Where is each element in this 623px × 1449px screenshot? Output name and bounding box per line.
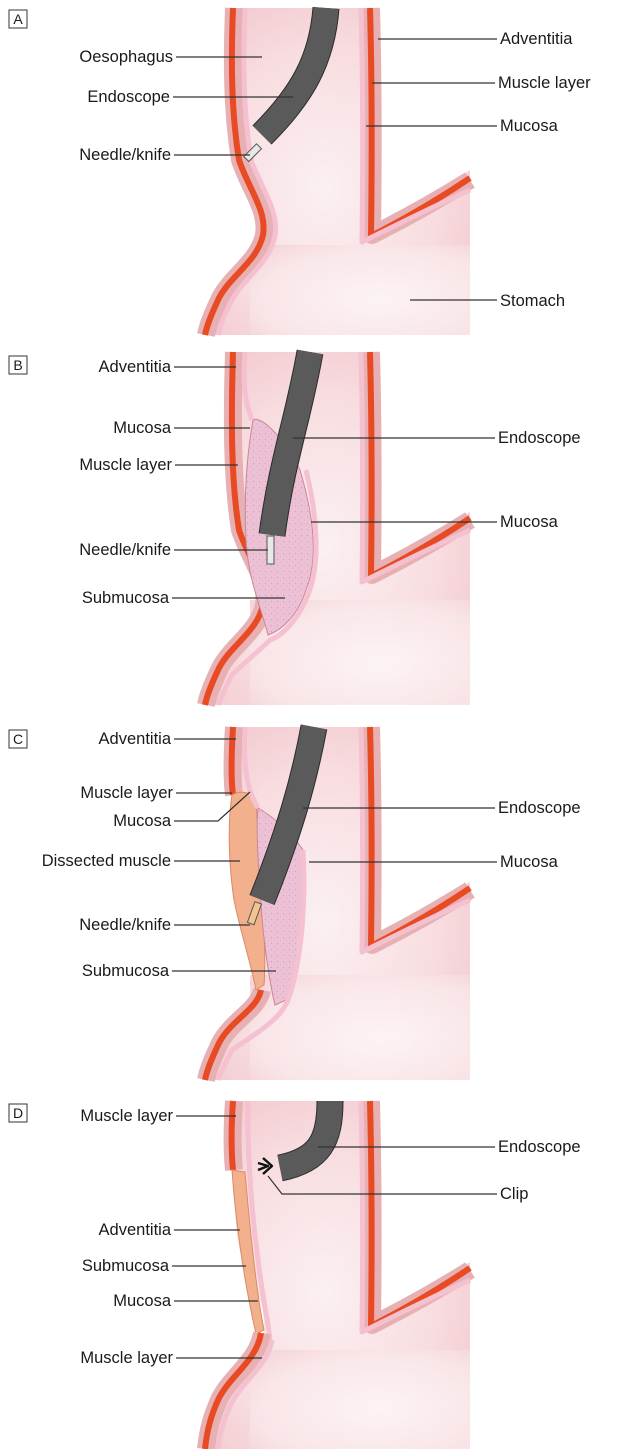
panel-a: A Oesophagus Endoscope Needle/knife Adve… — [9, 8, 591, 335]
label-submucosa: Submucosa — [82, 1257, 170, 1275]
stomach-region — [250, 245, 470, 335]
label-adventitia: Adventitia — [99, 358, 172, 376]
label-endoscope: Endoscope — [87, 88, 170, 106]
label-clip: Clip — [500, 1185, 528, 1203]
label-needle-knife: Needle/knife — [79, 146, 171, 164]
label-muscle-layer: Muscle layer — [80, 1349, 173, 1367]
panel-letter: A — [13, 11, 23, 27]
label-muscle-layer: Muscle layer — [80, 784, 173, 802]
label-mucosa: Mucosa — [500, 117, 559, 135]
label-needle-knife: Needle/knife — [79, 916, 171, 934]
label-adventitia: Adventitia — [500, 30, 573, 48]
panel-letter: D — [13, 1105, 23, 1121]
label-mucosa: Mucosa — [113, 1292, 172, 1310]
label-submucosa: Submucosa — [82, 589, 170, 607]
panel-b: B Adventitia Mucosa Muscle layer Needle/… — [9, 352, 581, 705]
label-muscle-layer: Muscle layer — [79, 456, 172, 474]
label-muscle-layer: Muscle layer — [80, 1107, 173, 1125]
needle-knife-tip — [267, 536, 274, 564]
label-oesophagus: Oesophagus — [79, 48, 173, 66]
label-endoscope: Endoscope — [498, 429, 581, 447]
panel-c: C Adventitia Muscle layer Mucosa Dissect… — [9, 727, 581, 1080]
label-needle-knife: Needle/knife — [79, 541, 171, 559]
panel-letter: B — [13, 357, 22, 373]
label-mucosa: Mucosa — [113, 419, 172, 437]
label-adventitia: Adventitia — [99, 730, 172, 748]
label-mucosa: Mucosa — [500, 513, 559, 531]
label-mucosa: Mucosa — [113, 812, 172, 830]
panel-d: D Muscle layer Adventitia Submucosa Muco… — [9, 1101, 581, 1449]
label-muscle-layer: Muscle layer — [498, 74, 591, 92]
label-submucosa: Submucosa — [82, 962, 170, 980]
label-dissected-muscle: Dissected muscle — [42, 852, 171, 870]
panel-letter: C — [13, 731, 23, 747]
label-adventitia: Adventitia — [99, 1221, 172, 1239]
label-stomach: Stomach — [500, 292, 565, 310]
label-endoscope: Endoscope — [498, 1138, 581, 1156]
label-mucosa: Mucosa — [500, 853, 559, 871]
label-endoscope: Endoscope — [498, 799, 581, 817]
